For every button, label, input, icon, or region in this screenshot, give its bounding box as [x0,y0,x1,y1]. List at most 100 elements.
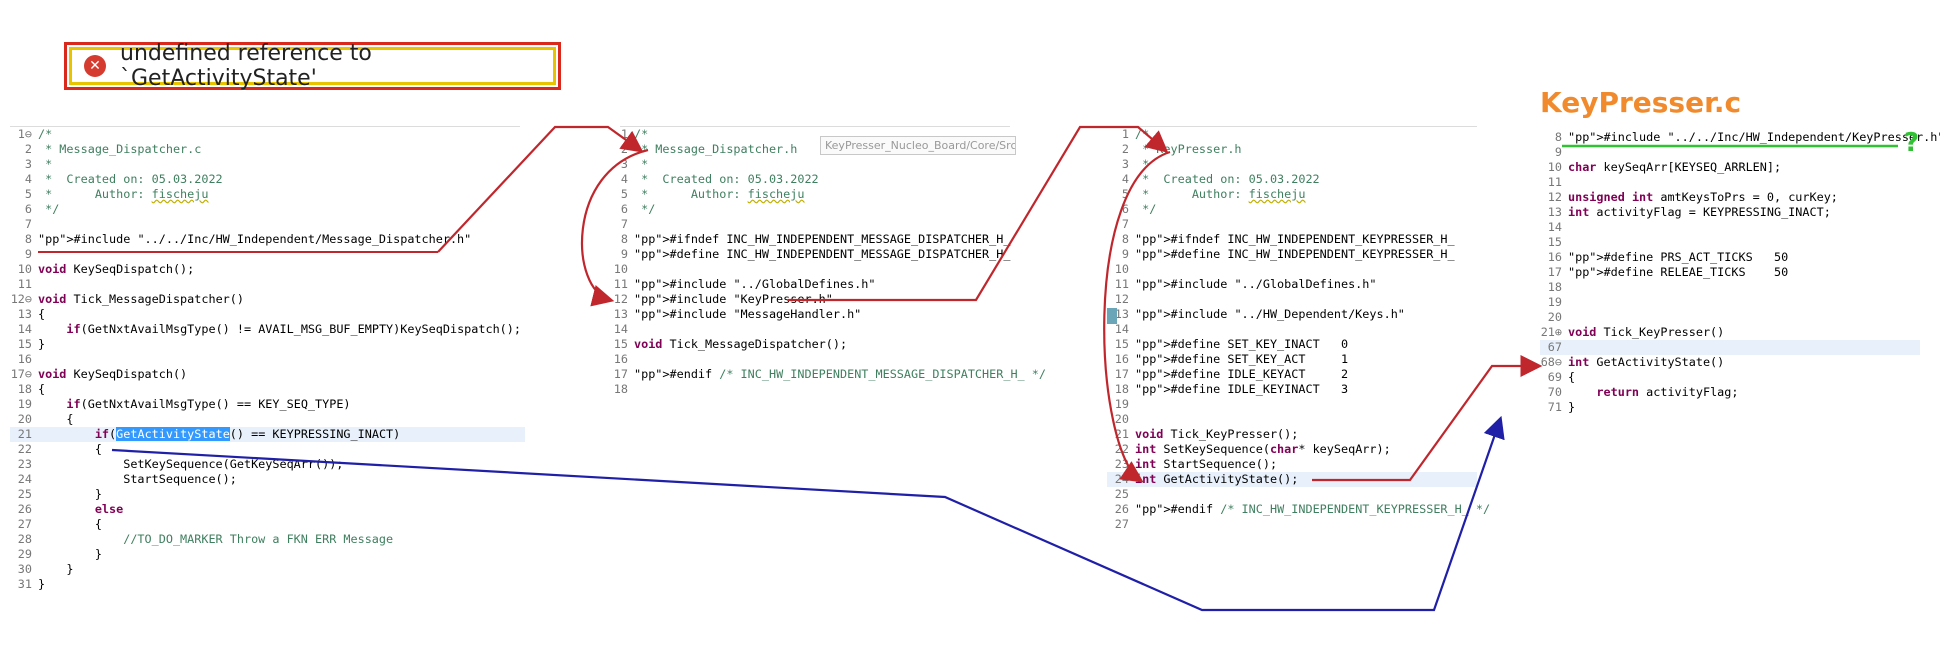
code-line[interactable]: 8"pp">#ifndef INC_HW_INDEPENDENT_KEYPRES… [1107,232,1477,247]
code-line[interactable]: 14 [606,322,1016,337]
code-line[interactable]: 68⊖int GetActivityState() [1540,355,1920,370]
code-line[interactable]: 69{ [1540,370,1920,385]
code-line[interactable]: 21 if(GetActivityState() == KEYPRESSING_… [10,427,525,442]
code-line[interactable]: 15 [1540,235,1920,250]
code-line[interactable]: 18 [606,382,1016,397]
code-line[interactable]: 9 [10,247,525,262]
code-line[interactable]: 20 [1540,310,1920,325]
code-line[interactable]: 4 * Created on: 05.03.2022 [10,172,525,187]
code-line[interactable]: 27 { [10,517,525,532]
code-text: } [38,562,74,576]
code-line[interactable]: 16"pp">#define PRS_ACT_TICKS 50 [1540,250,1920,265]
code-line[interactable]: 11"pp">#include "../GlobalDefines.h" [1107,277,1477,292]
line-number: 10 [1114,262,1129,276]
line-number: 26 [1114,502,1129,516]
code-line[interactable]: 5 * Author: fischeju [10,187,525,202]
code-line[interactable]: 13"pp">#include "../HW_Dependent/Keys.h" [1107,307,1477,322]
code-line[interactable]: 16"pp">#define SET_KEY_ACT 1 [1107,352,1477,367]
code-line[interactable]: 22 { [10,442,525,457]
code-line[interactable]: 6 */ [606,202,1016,217]
code-line[interactable]: 16 [10,352,525,367]
code-line[interactable]: 15"pp">#define SET_KEY_INACT 0 [1107,337,1477,352]
code-line[interactable]: 3 * [10,157,525,172]
code-line[interactable]: 20 [1107,412,1477,427]
code-line[interactable]: 31} [10,577,525,592]
code-line[interactable]: 9 [1540,145,1920,160]
code-panel-keypresser-c[interactable]: 8"pp">#include "../../Inc/HW_Independent… [1540,130,1940,415]
code-text: */ [38,202,60,216]
code-line[interactable]: 4 * Created on: 05.03.2022 [1107,172,1477,187]
code-line[interactable]: 19 [1540,295,1920,310]
code-line[interactable]: 25 } [10,487,525,502]
code-line[interactable]: 3 * [1107,157,1477,172]
code-line[interactable]: 11 [1540,175,1920,190]
code-line[interactable]: 17"pp">#endif /* INC_HW_INDEPENDENT_MESS… [606,367,1046,382]
code-line[interactable]: 26 else [10,502,525,517]
line-number: 7 [1121,217,1129,231]
breadcrumb[interactable]: KeyPresser_Nucleo_Board/Core/Src [820,136,1016,155]
code-line[interactable]: 70 return activityFlag; [1540,385,1920,400]
code-line[interactable]: 67 [1540,340,1920,355]
code-line[interactable]: 18{ [10,382,525,397]
code-line[interactable]: 24 StartSequence(); [10,472,525,487]
code-line[interactable]: 18"pp">#define IDLE_KEYINACT 3 [1107,382,1477,397]
code-line[interactable]: 28 //TO_DO_MARKER Throw a FKN ERR Messag… [10,532,525,547]
code-line[interactable]: 2 * Message_Dispatcher.c [10,142,525,157]
code-line[interactable]: 9"pp">#define INC_HW_INDEPENDENT_KEYPRES… [1107,247,1477,262]
code-line[interactable]: 30 } [10,562,525,577]
code-line[interactable]: 4 * Created on: 05.03.2022 [606,172,1016,187]
code-text: * Author: fischeju [634,187,805,201]
code-line[interactable]: 8"pp">#include "../../Inc/HW_Independent… [10,232,525,247]
code-line[interactable]: 11"pp">#include "../GlobalDefines.h" [606,277,1016,292]
code-line[interactable]: 17"pp">#define IDLE_KEYACT 2 [1107,367,1477,382]
code-line[interactable]: 71} [1540,400,1920,415]
code-line[interactable]: 12⊖void Tick_MessageDispatcher() [10,292,525,307]
code-line[interactable]: 21⊕void Tick_KeyPresser() [1540,325,1920,340]
code-line[interactable]: 20 { [10,412,525,427]
code-line[interactable]: 9"pp">#define INC_HW_INDEPENDENT_MESSAGE… [606,247,1016,262]
code-line[interactable]: 13{ [10,307,525,322]
code-line[interactable]: 7 [606,217,1016,232]
code-line[interactable]: 25 [1107,487,1477,502]
code-line[interactable]: 12"pp">#include "KeyPresser.h" [606,292,1016,307]
code-line[interactable]: 7 [10,217,525,232]
code-line[interactable]: 14 [1540,220,1920,235]
code-line[interactable]: 14 if(GetNxtAvailMsgType() != AVAIL_MSG_… [10,322,525,337]
code-line[interactable]: 6 */ [10,202,525,217]
code-line[interactable]: 17⊖void KeySeqDispatch() [10,367,525,382]
code-line[interactable]: 11 [10,277,525,292]
code-line[interactable]: 16 [606,352,1016,367]
line-number: 22 [17,442,32,456]
code-line[interactable]: 8"pp">#ifndef INC_HW_INDEPENDENT_MESSAGE… [606,232,1016,247]
code-line[interactable]: 15} [10,337,525,352]
code-line[interactable]: 8"pp">#include "../../Inc/HW_Independent… [1540,130,1940,145]
code-line[interactable]: 14 [1107,322,1477,337]
code-line[interactable]: 5 * Author: fischeju [1107,187,1477,202]
code-line[interactable]: 5 * Author: fischeju [606,187,1016,202]
code-line[interactable]: 10 [1107,262,1477,277]
code-line[interactable]: 19 if(GetNxtAvailMsgType() == KEY_SEQ_TY… [10,397,525,412]
code-line[interactable]: 10 [606,262,1016,277]
code-line[interactable]: 3 * [606,157,1016,172]
code-line[interactable]: 7 [1107,217,1477,232]
code-line[interactable]: 29 } [10,547,525,562]
code-line[interactable]: 12 [1107,292,1477,307]
code-line[interactable]: 6 */ [1107,202,1477,217]
code-line[interactable]: 27 [1107,517,1477,532]
code-line[interactable]: 13"pp">#include "MessageHandler.h" [606,307,1016,322]
code-line[interactable]: 1⊖/* [10,127,525,142]
code-line[interactable]: 26"pp">#endif /* INC_HW_INDEPENDENT_KEYP… [1107,502,1490,517]
code-line[interactable]: 19 [1107,397,1477,412]
code-line[interactable]: 17"pp">#define RELEAE_TICKS 50 [1540,265,1920,280]
code-line[interactable]: 18 [1540,280,1920,295]
